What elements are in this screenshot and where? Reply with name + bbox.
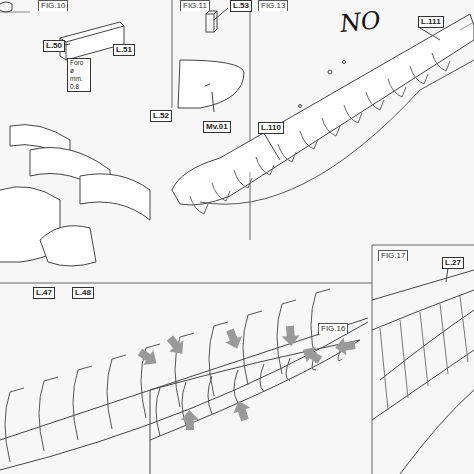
part-label: L.27: [442, 257, 464, 269]
part-label: L.53: [230, 0, 252, 12]
part-label: L.110: [258, 122, 284, 134]
frame-stroke: [410, 66, 428, 84]
frame-stroke: [112, 355, 126, 359]
frame-stroke: [180, 333, 194, 337]
part-number: L.51: [116, 45, 132, 54]
frame-stroke: [344, 105, 362, 123]
frame-stroke: [107, 359, 112, 429]
frame-stroke: [5, 392, 10, 462]
frame-stroke: [73, 370, 78, 440]
frame-stroke: [322, 118, 340, 136]
part-number: L.50: [46, 41, 62, 50]
frame-stroke: [256, 157, 274, 175]
frame-stroke: [10, 388, 24, 392]
part-label: L.52: [150, 110, 172, 122]
frame-stroke: [190, 196, 208, 214]
part-number: FIG.11: [183, 1, 207, 10]
frame-stroke: [460, 296, 468, 362]
frame-stroke: [380, 328, 388, 410]
frame-stroke: [420, 312, 428, 386]
press-arrow: [225, 329, 242, 349]
part-number: FIG.13: [261, 1, 285, 10]
part-label: L.111: [418, 16, 444, 28]
frame-stroke: [300, 131, 318, 149]
part-number: FIG.10: [41, 1, 65, 10]
frame-stroke: [212, 183, 230, 201]
part-number: FIG.17: [381, 251, 405, 260]
frame-stroke: [208, 376, 212, 414]
press-arrow: [282, 326, 300, 346]
frame-stroke: [400, 320, 408, 398]
frame-stroke: [209, 326, 214, 396]
part-number: L.52: [153, 111, 169, 120]
part-number: L.111: [421, 17, 441, 26]
part-number: L.53: [233, 1, 249, 10]
part-number: FIG.16: [321, 324, 345, 333]
frame-stroke: [277, 304, 282, 374]
frame-stroke: [39, 381, 44, 451]
figure-tab: FIG.11: [180, 0, 210, 11]
figure-tab: FIG.17: [378, 250, 408, 261]
part-number: Mv.01: [206, 122, 228, 131]
frame-stroke: [440, 304, 448, 374]
frame-stroke: [234, 370, 238, 403]
frame-stroke: [282, 300, 296, 304]
frame-stroke: [316, 289, 330, 293]
figure-tab: FIG.16: [318, 323, 348, 334]
frame-stroke: [234, 170, 252, 188]
frame-stroke: [146, 344, 160, 348]
part-number: L.27: [445, 258, 461, 267]
figure-tab: FIG.10: [38, 0, 68, 11]
part-label: L.48: [72, 287, 94, 299]
part-number: L.47: [36, 288, 52, 297]
frame-stroke: [432, 53, 450, 71]
press-arrow: [303, 347, 322, 363]
frame-stroke: [156, 388, 160, 436]
part-number: L.48: [75, 288, 91, 297]
frame-stroke: [388, 79, 406, 97]
press-arrow: [181, 410, 199, 430]
frame-stroke: [260, 364, 264, 392]
part-label: Mv.01: [203, 121, 231, 133]
press-arrow: [138, 349, 157, 365]
frame-stroke: [248, 311, 262, 315]
frame-stroke: [44, 377, 58, 381]
figure-tab: FIG.13: [258, 0, 288, 11]
frame-stroke: [278, 144, 296, 162]
frame-stroke: [366, 92, 384, 110]
frame-stroke: [214, 322, 228, 326]
handwritten-note: NO: [339, 6, 382, 38]
part-label: L.47: [33, 287, 55, 299]
part-number: Foro ø mm. 0.8: [70, 59, 83, 90]
frame-stroke: [286, 358, 290, 381]
frame-stroke: [243, 315, 248, 385]
press-arrow: [167, 336, 183, 354]
press-arrow: [335, 338, 355, 356]
frame-stroke: [78, 366, 92, 370]
press-arrow: [233, 401, 250, 421]
part-label: Foro ø mm. 0.8: [67, 58, 91, 92]
part-label: L.51: [113, 44, 135, 56]
part-number: L.110: [261, 123, 281, 132]
part-label: L.50: [43, 40, 65, 52]
